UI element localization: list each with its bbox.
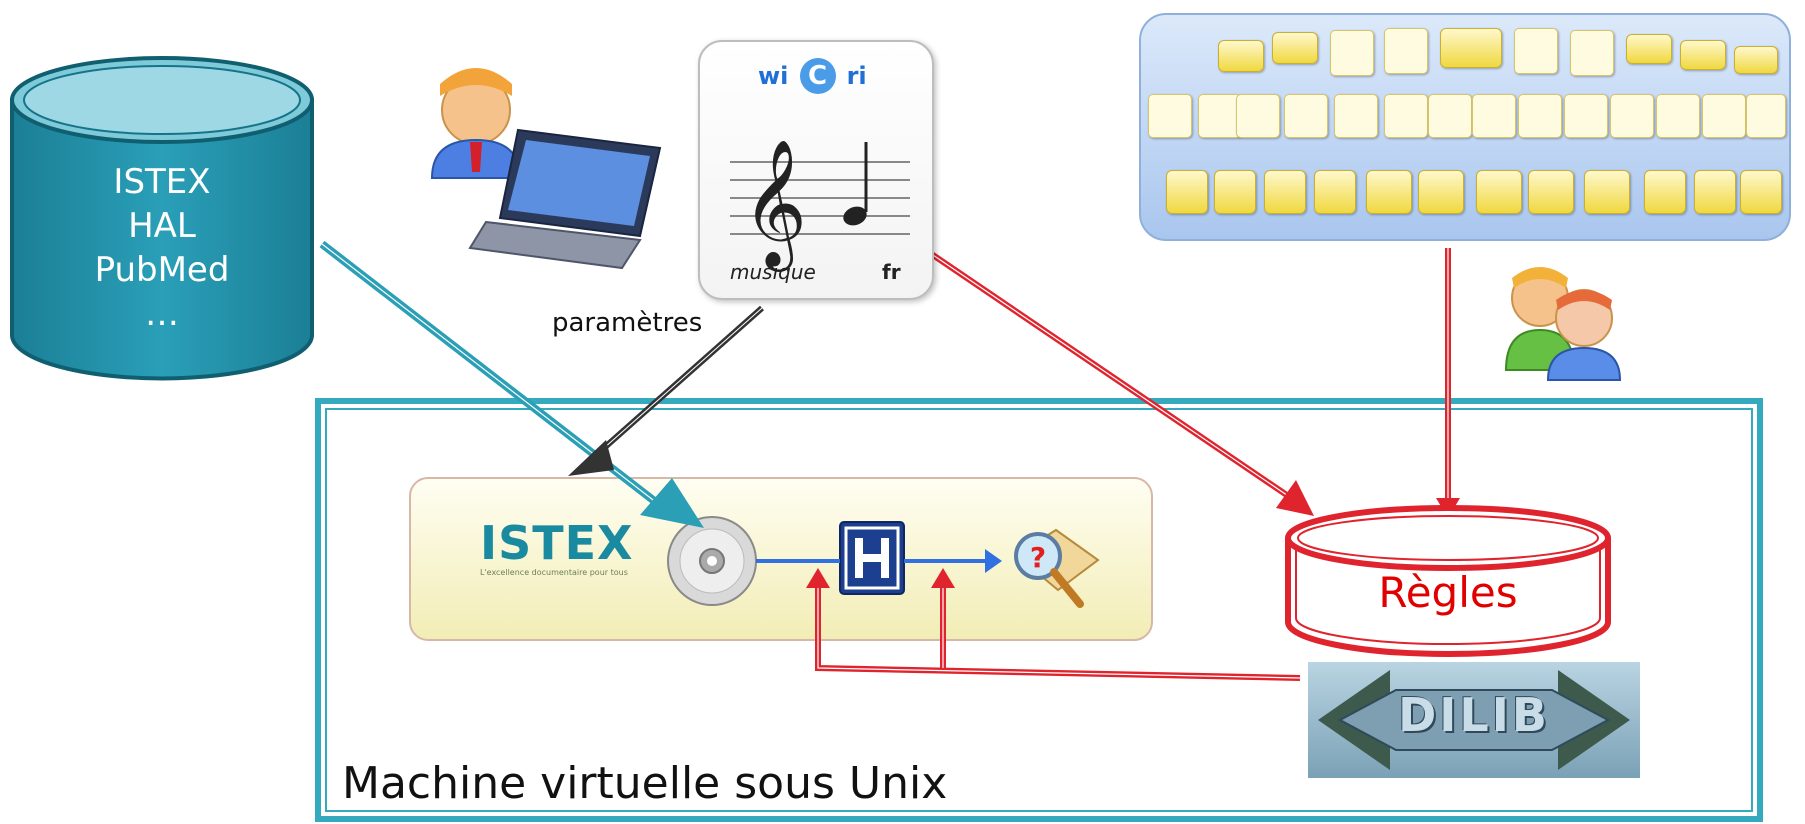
pipeline-arrowhead xyxy=(985,549,1002,573)
sources-labels: ISTEX HAL PubMed … xyxy=(62,160,262,336)
source-hal: HAL xyxy=(128,206,196,246)
source-pubmed: PubMed xyxy=(94,250,230,290)
dilib-label: DILIB xyxy=(1398,688,1550,742)
music-staff-icon: 𝄞 xyxy=(730,138,910,272)
istex-logo-tagline: L'excellence documentaire pour tous xyxy=(480,568,628,577)
svg-text:𝄞: 𝄞 xyxy=(742,138,807,272)
card-to-rules-arrow xyxy=(928,250,1314,516)
hospital-h-icon xyxy=(839,521,905,595)
vm-label: Machine virtuelle sous Unix xyxy=(342,758,948,809)
dilib-logo xyxy=(1308,662,1640,778)
wicri-logo-right: ri xyxy=(846,62,867,90)
source-more: … xyxy=(145,294,179,334)
istex-logo: ISTEX L'excellence documentaire pour tou… xyxy=(480,516,634,577)
wicri-music-card: wi C ri 𝄞 musique fr xyxy=(698,40,934,300)
rules-database xyxy=(1285,505,1611,657)
params-arrow xyxy=(568,305,764,476)
svg-text:?: ? xyxy=(1030,541,1046,574)
wicri-logo-left: wi xyxy=(758,62,789,90)
rules-label: Règles xyxy=(1378,568,1518,617)
wicri-to-rules-arrow xyxy=(1436,248,1460,518)
istex-logo-name: ISTEX xyxy=(480,516,634,570)
card-subject: musique xyxy=(730,260,816,284)
book-search-icon: ? xyxy=(1014,528,1100,608)
sources-database xyxy=(10,56,314,381)
users-group-icon xyxy=(1504,267,1622,381)
virtual-machine-box xyxy=(315,398,1763,822)
dilib-feedback-arrows xyxy=(806,568,1301,681)
params-label: paramètres xyxy=(552,308,703,338)
wicri-portal-grid xyxy=(1139,13,1791,241)
source-istex: ISTEX xyxy=(113,162,211,202)
card-lang: fr xyxy=(882,260,901,284)
cd-disc-icon xyxy=(667,516,757,606)
wicri-logo-c: C xyxy=(799,58,836,94)
wicri-logo: wi C ri xyxy=(758,58,867,94)
user-laptop-icon xyxy=(430,68,662,270)
